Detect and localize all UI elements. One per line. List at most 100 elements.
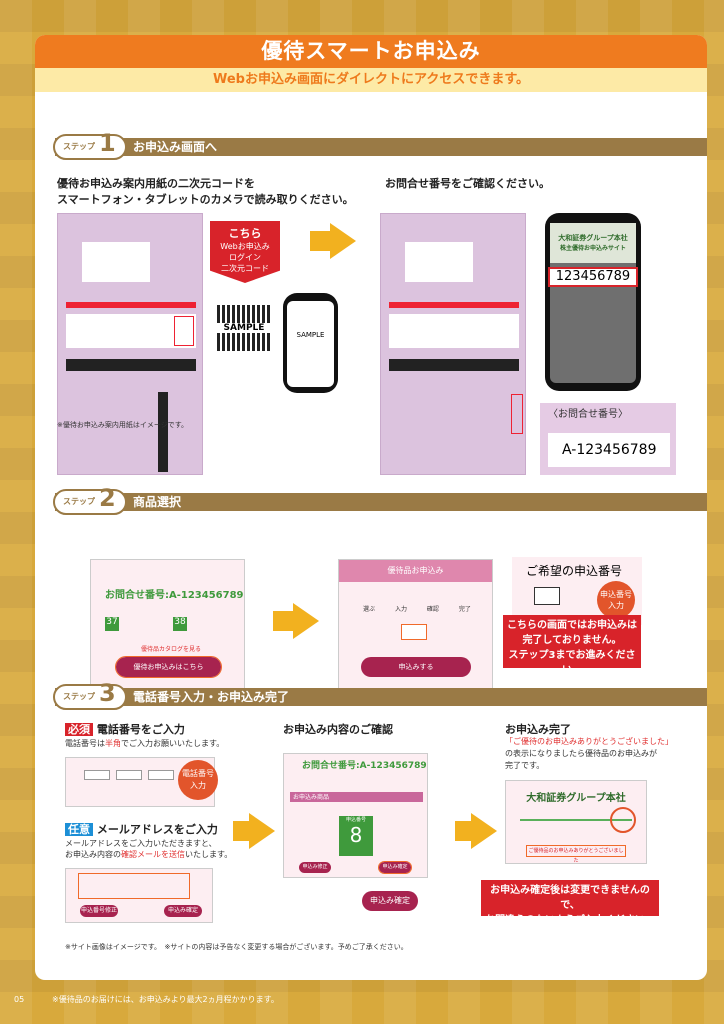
step-number: 3	[99, 679, 116, 707]
step3-badge: ステップ 3	[53, 679, 127, 710]
footer-note: ※優待品のお届けには、お申込みより最大2ヵ月程かかります。	[52, 995, 279, 1004]
inquiry-label: 〈お問合せ番号〉	[548, 409, 628, 420]
warning-line: お申込み確定後は変更できませんので、	[490, 885, 650, 911]
mail-desc: お申込み内容の	[65, 850, 121, 859]
phone-input-1[interactable]	[84, 770, 110, 780]
mail-heading: メールアドレスをご入力	[96, 823, 218, 836]
step3-bar: 電話番号入力・お申込み完了	[55, 688, 707, 706]
callout-title: こちら	[228, 227, 262, 240]
step1-left-heading-1: 優待お申込み案内用紙の二次元コードを	[57, 177, 255, 190]
done-message: ご優待品のお申込みありがとうございました	[526, 845, 626, 864]
confirm-heading: お申込み内容のご確認	[283, 723, 393, 736]
phone-inquiry-number: 123456789	[548, 267, 638, 287]
page-title: 優待スマートお申込み	[35, 35, 707, 68]
phone-scanning-image: SAMPLE	[283, 293, 338, 393]
step2-warning: こちらの画面ではお申込みは完了しておりません。ステップ3までお進みください。	[503, 615, 641, 676]
fix-number-button[interactable]: 申込番号修正	[80, 905, 118, 917]
callout-line: 二次元コード	[221, 264, 269, 273]
submit-button[interactable]: 申込みする	[361, 657, 471, 677]
step1-badge: ステップ 1	[53, 129, 127, 160]
done-heading: お申込み完了	[505, 723, 571, 736]
done-desc: 完了です。	[505, 761, 545, 770]
callout-line: ログイン	[229, 253, 261, 262]
item-37[interactable]: 37	[105, 617, 119, 631]
warning-line: お間違えのないようご入力ください。	[485, 915, 655, 926]
phone-input-2[interactable]	[116, 770, 142, 780]
done-company: 大和証券グループ本社	[526, 793, 626, 804]
optional-tag: 任意	[65, 823, 93, 836]
content-card: 優待スマートお申込み Webお申込み画面にダイレクトにアクセスできます。 お申込…	[35, 35, 707, 980]
mail-desc-emphasis: 確認メールを送信	[121, 850, 185, 859]
done-screen: 大和証券グループ本社 ご優待品のお申込みありがとうございました	[505, 780, 647, 864]
step3-note: ※サイト画像はイメージです。 ※サイトの内容は予告なく変更する場合がございます。…	[65, 943, 408, 951]
arrow-icon	[233, 821, 249, 841]
phone-desc: でご入力お願いいたします。	[121, 739, 225, 748]
step1-title: お申込み画面へ	[133, 140, 218, 154]
step-label: ステップ	[63, 692, 95, 701]
required-tag: 必須	[65, 723, 93, 736]
qr-code-image: SAMPLE	[217, 305, 271, 365]
warning-line: こちらの画面ではお申込みは	[507, 620, 637, 631]
desired-number-panel: ご希望の申込番号 申込番号入力	[512, 557, 642, 625]
arrow-icon	[455, 821, 471, 841]
phone-input-screen: 電話番号入力	[65, 757, 218, 807]
step1-right-heading: お問合せ番号をご確認ください。	[385, 177, 550, 190]
mail-input-screen: 申込番号修正 申込み確定	[65, 868, 213, 923]
arrow-icon	[330, 223, 356, 259]
inquiry-number-panel: 〈お問合せ番号〉 A-123456789	[540, 403, 676, 475]
progress-step: 確認	[426, 606, 439, 613]
guide-sheet-image	[57, 213, 203, 475]
confirm-inquiry: お問合せ番号:A-123456789	[302, 761, 427, 771]
arrow-icon	[273, 611, 293, 631]
step2-bar: 商品選択	[55, 493, 707, 511]
sample-label: SAMPLE	[223, 323, 265, 333]
mail-desc: メールアドレスをご入力いただきますと、	[65, 839, 217, 848]
confirm-button[interactable]: 申込み確定	[164, 905, 202, 917]
phone-desc: 電話番号は	[65, 739, 105, 748]
form-title: 優待品お申込み	[339, 560, 492, 582]
arrow-icon	[293, 603, 319, 639]
confirm-num-label: 申込番号	[345, 817, 366, 823]
desired-number-input[interactable]	[401, 624, 427, 640]
mail-desc: いたします。	[185, 850, 233, 859]
step-label: ステップ	[63, 497, 95, 506]
step1-left-heading-2: スマートフォン・タブレットのカメラで読み取りください。	[57, 193, 354, 206]
phone-input-3[interactable]	[148, 770, 174, 780]
step2-screen-2: 優待品お申込み 選ぶ 入力 確認 完了 申込みする	[338, 559, 493, 689]
step-number: 2	[99, 484, 116, 512]
arrow-icon	[471, 813, 497, 849]
desired-label: ご希望の申込番号	[526, 564, 623, 578]
step3-warning: お申込み確定後は変更できませんので、お間違えのないようご入力ください。	[481, 880, 659, 926]
step-number: 1	[99, 129, 116, 157]
item-38[interactable]: 38	[173, 617, 187, 631]
progress-step: 完了	[458, 606, 471, 613]
phone-site-image: 大和証券グループ本社株主優待お申込みサイト 123456789	[545, 213, 641, 391]
step3-title: 電話番号入力・お申込み完了	[133, 690, 290, 704]
complete-highlight	[610, 807, 636, 833]
confirm-section: お申込み商品	[290, 792, 423, 802]
warning-line: 完了しておりません。	[522, 635, 622, 646]
phone-heading: 電話番号をご入力	[96, 723, 185, 736]
phone-desc-emphasis: 半角	[105, 739, 121, 748]
phone-badge: 電話番号	[182, 769, 214, 778]
edit-button[interactable]: 申込み修正	[299, 862, 331, 873]
progress-step: 選ぶ	[363, 606, 376, 613]
warning-line: ステップ3までお進みください。	[508, 650, 636, 676]
step2-inquiry: お問合せ番号:A-123456789	[105, 590, 244, 601]
catalog-link[interactable]: 優待品カタログを見る	[141, 646, 202, 653]
done-quote: 「ご優待のお申込みありがとうございました」	[505, 737, 673, 746]
apply-button[interactable]: 優待お申込みはこちら	[115, 656, 222, 678]
step-label: ステップ	[63, 142, 95, 151]
input-badge: 申込番号	[600, 590, 632, 599]
mail-input[interactable]	[78, 873, 190, 899]
confirm-button[interactable]: 申込み確定	[378, 861, 412, 874]
footer: 05 ※優待品のお届けには、お申込みより最大2ヵ月程かかります。	[0, 990, 724, 1010]
confirm-button-large[interactable]: 申込み確定	[362, 891, 418, 911]
confirm-num: 8	[349, 823, 363, 847]
phone-badge: 入力	[190, 781, 206, 790]
phone-sample-label: SAMPLE	[287, 301, 334, 387]
inquiry-value: A-123456789	[548, 433, 670, 467]
step1-bar: お申込み画面へ	[55, 138, 707, 156]
progress-step: 入力	[394, 606, 407, 613]
